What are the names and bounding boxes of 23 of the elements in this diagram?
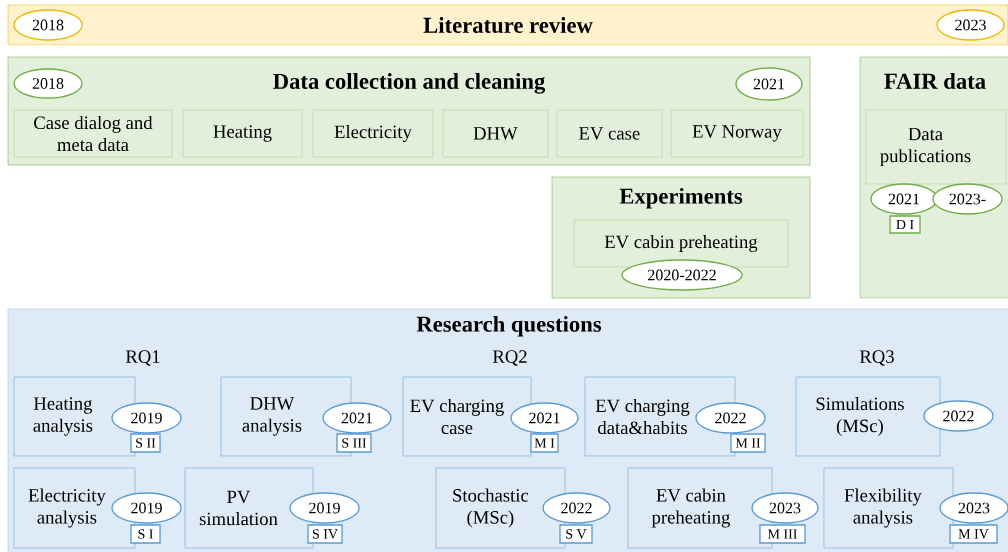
paper-tag: S V — [559, 524, 593, 544]
question-label: RQ2 — [492, 350, 527, 366]
topic-box: Heating — [182, 109, 303, 158]
topic-box: Electricity — [312, 109, 434, 158]
topic-box: EV Norway — [670, 109, 804, 158]
paper-tag: D I — [889, 215, 921, 234]
paper-tag: M II — [730, 433, 766, 453]
topic-box: Data publications — [865, 109, 1007, 185]
paper-tag: M IV — [949, 524, 998, 544]
topic-box: Case dialog and meta data — [13, 109, 173, 158]
paper-tag: M III — [759, 524, 806, 544]
paper-tag: S II — [130, 433, 161, 453]
paper-tag: S IV — [307, 524, 343, 544]
question-label: RQ3 — [859, 350, 894, 366]
topic-box: DHW — [442, 109, 549, 158]
topic-box: Flexibility analysis — [823, 467, 954, 549]
paper-tag: S III — [336, 433, 372, 453]
topic-box: EV cabin preheating — [573, 219, 789, 268]
paper-tag: S I — [130, 524, 161, 544]
paper-tag: M I — [530, 433, 559, 453]
topic-box: Simulations (MSc) — [795, 376, 941, 457]
question-label: RQ1 — [125, 350, 160, 366]
topic-box: EV case — [556, 109, 663, 158]
